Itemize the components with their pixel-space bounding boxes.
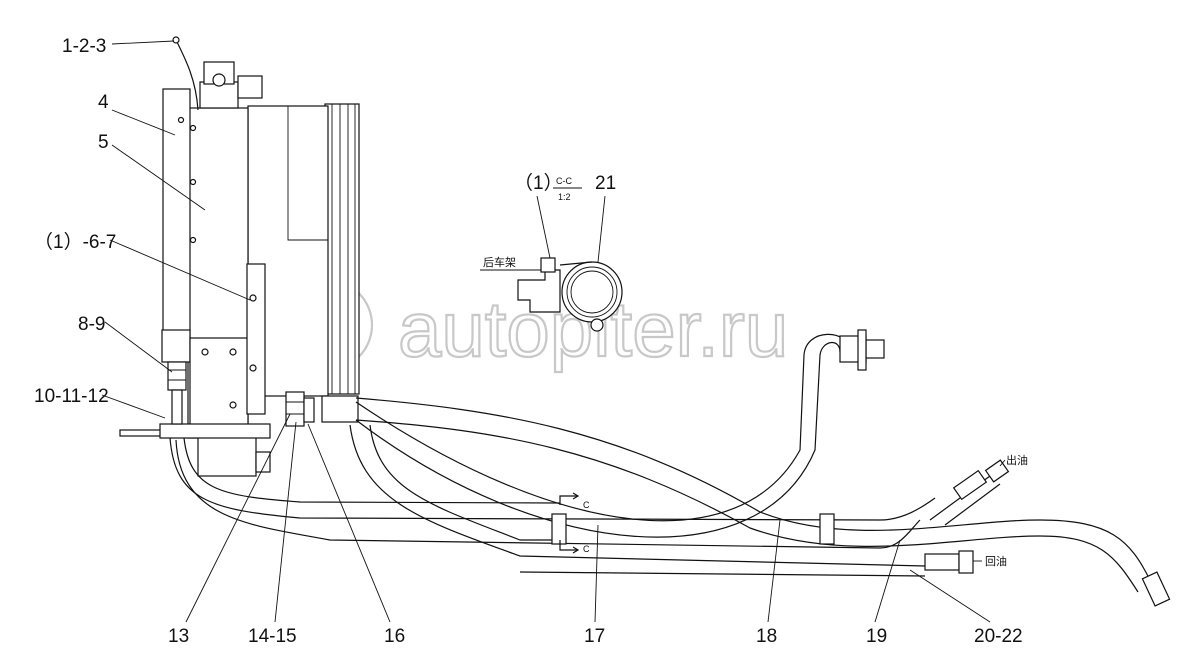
hose-clip-right [819,513,835,545]
section-name: C-C [556,176,572,186]
section-marks: C C [559,492,590,554]
vent-pipe [237,75,263,99]
return-label: 回油 [985,554,1007,568]
callout-19: 19 [866,626,887,647]
pipe-upper-loop [355,342,841,538]
detail-bolt [540,257,556,273]
detail-hose-section [590,318,604,332]
callout-21: 21 [595,173,616,194]
section-scale: 1:2 [558,192,571,202]
callout-5: 5 [98,132,109,153]
callout-10-11-12: 10-11-12 [34,386,109,407]
hose-fittings [551,329,1171,607]
sensor-wire [175,39,199,111]
cooler-fins [324,103,360,395]
pipe-17 [169,437,936,521]
pipe-20 [349,424,926,567]
callout-6-7: （1）-6-7 [34,231,116,253]
fitting-8 [167,361,187,391]
side-strap [246,263,266,415]
rear-frame-label: 后车架 [483,255,516,269]
callout-4: 4 [98,92,109,113]
sensor-icon [172,36,180,44]
callout-1-2-3: 1-2-3 [62,36,106,57]
mount-bracket [189,337,249,429]
pipe-18 [355,397,1151,581]
end-flange [1141,571,1171,607]
callout-17: 17 [584,626,605,647]
detail-ref-label: （1） [514,172,563,194]
leader-lines [101,40,1006,623]
callout-14-15: 14-15 [248,626,297,647]
hose-clip-left [551,513,567,545]
outer-plate [162,88,191,362]
section-mark-top: C [583,500,590,510]
elbow-16 [321,395,359,423]
callout-18: 18 [756,626,777,647]
clamp-14 [285,391,305,427]
rear-frame-bracket [517,269,561,313]
callout-labels: 1-2-3 4 5 （1）-6-7 8-9 10-11-12 13 14-15 … [34,36,1028,647]
section-mark-bottom: C [583,544,590,554]
callout-20-22: 20-22 [974,626,1023,647]
cooler-assembly [119,36,360,477]
pipe-19 [175,439,921,549]
callout-13: 13 [168,626,189,647]
callout-8-9: 8-9 [78,314,105,335]
pipe-clamp [285,391,359,427]
plate-foot [161,329,191,363]
callout-16: 16 [384,626,405,647]
outlet-label: 出油 [1006,453,1028,467]
return-fitting [924,553,960,571]
detail-view: （1） C-C 1:2 21 后车架 [480,172,623,332]
outlet-fitting [952,469,988,501]
